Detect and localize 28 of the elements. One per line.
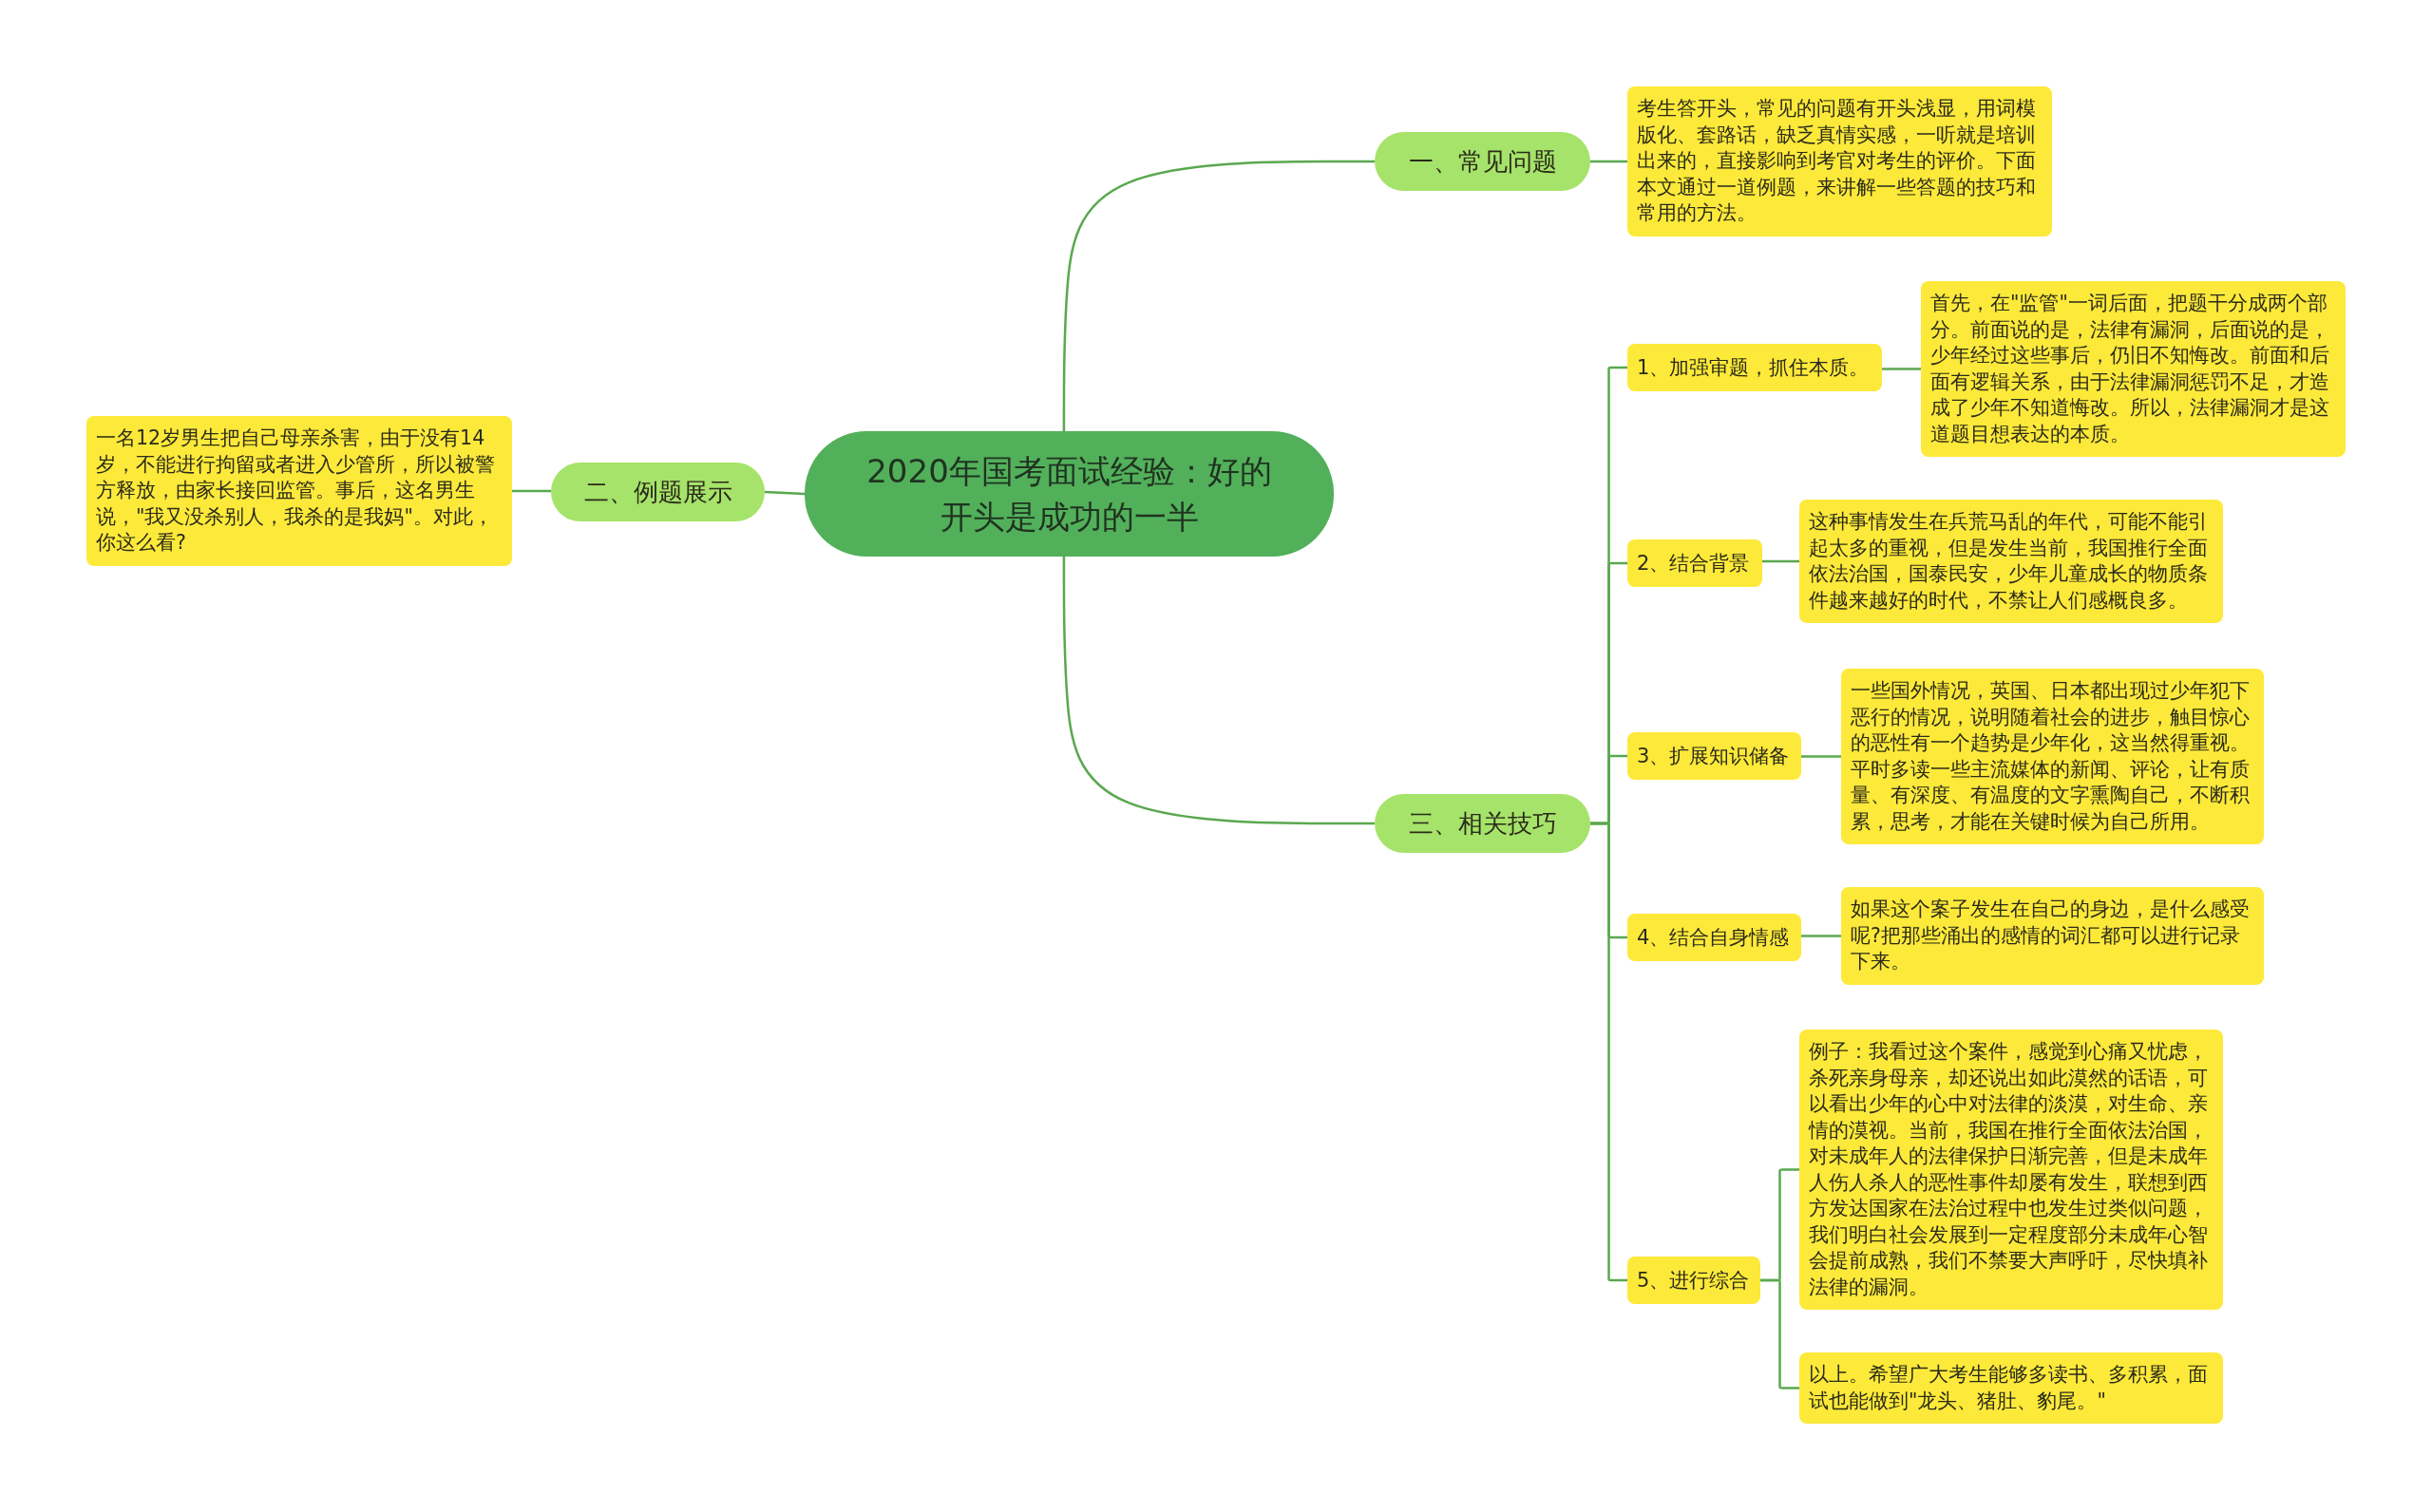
- connector-line: [1062, 557, 1375, 825]
- branch-topic: 三、相关技巧: [1375, 794, 1590, 853]
- note-card: 例子：我看过这个案件，感觉到心痛又忧虑，杀死亲身母亲，却还说出如此漠然的话语，可以看出少年的心中对法律的淡漠，对生命、亲情的漠视。当前，我国在推行全面依法治国，对未成年人的法律保护日渐完善，但是未成年人伤人杀人的恶性事件却屡有发生，联想到西方发达国家在法治过程中也发生过类似问题，我们明白社会发展到一定程度部分未成年心智会提前成熟，我们不禁要大声呼吁，尽快填补法律的漏洞。: [1799, 1030, 2223, 1310]
- branch-topic: 二、例题展示: [551, 463, 765, 521]
- central-topic: 2020年国考面试经验：好的开头是成功的一半: [805, 431, 1334, 557]
- note-card: 如果这个案子发生在自己的身边，是什么感受呢?把那些涌出的感情的词汇都可以进行记录下来。: [1841, 887, 2264, 985]
- connector-line: [1882, 368, 1921, 370]
- connector-line: [1590, 160, 1627, 163]
- connector-line: [1062, 160, 1375, 431]
- connector-line: [1801, 935, 1841, 937]
- connector-line: [512, 489, 551, 493]
- subtopic-label: 3、扩展知识储备: [1627, 732, 1801, 780]
- connector-line: [1590, 822, 1627, 1282]
- subtopic-label: 5、进行综合: [1627, 1257, 1760, 1304]
- connector-line: [1801, 755, 1841, 758]
- note-card: 一名12岁男生把自己母亲杀害，由于没有14岁，不能进行拘留或者进入少管所，所以被警方释放，由家长接回监管。事后，这名男生说，"我又没杀别人，我杀的是我妈"。对此，你这么看?: [86, 416, 512, 566]
- note-card: 这种事情发生在兵荒马乱的年代，可能不能引起太多的重视，但是发生当前，我国推行全面依法治国，国泰民安，少年儿童成长的物质条件越来越好的时代，不禁让人们感概良多。: [1799, 500, 2223, 623]
- connector-line: [1762, 559, 1799, 563]
- note-card: 首先，在"监管"一词后面，把题干分成两个部分。前面说的是，法律有漏洞，后面说的是，少年经过这些事后，仍旧不知悔改。前面和后面有逻辑关系，由于法律漏洞惩罚不足，才造成了少年不知道悔改。所以，法律漏洞才是这道题目想表达的本质。: [1921, 281, 2346, 457]
- branch-topic: 一、常见问题: [1375, 132, 1590, 191]
- note-card: 一些国外情况，英国、日本都出现过少年犯下恶行的情况，说明随着社会的进步，触目惊心的恶性有一个趋势是少年化，这当然得重视。平时多读一些主流媒体的新闻、评论，让有质量、有深度、有温度的文字熏陶自己，不断积累，思考，才能在关键时候为自己所用。: [1841, 669, 2264, 844]
- subtopic-label: 2、结合背景: [1627, 539, 1762, 587]
- connector-line: [1760, 1278, 1799, 1389]
- subtopic-label: 1、加强审题，抓住本质。: [1627, 344, 1882, 391]
- subtopic-label: 4、结合自身情感: [1627, 914, 1801, 961]
- note-card: 以上。希望广大考生能够多读书、多积累，面试也能做到"龙头、猪肚、豹尾。": [1799, 1352, 2223, 1424]
- connector-line: [764, 490, 806, 496]
- note-card: 考生答开头，常见的问题有开头浅显，用词模版化、套路话，缺乏真情实感，一听就是培训出来的，直接影响到考官对考生的评价。下面本文通过一道例题，来讲解一些答题的技巧和常用的方法。: [1627, 86, 2052, 236]
